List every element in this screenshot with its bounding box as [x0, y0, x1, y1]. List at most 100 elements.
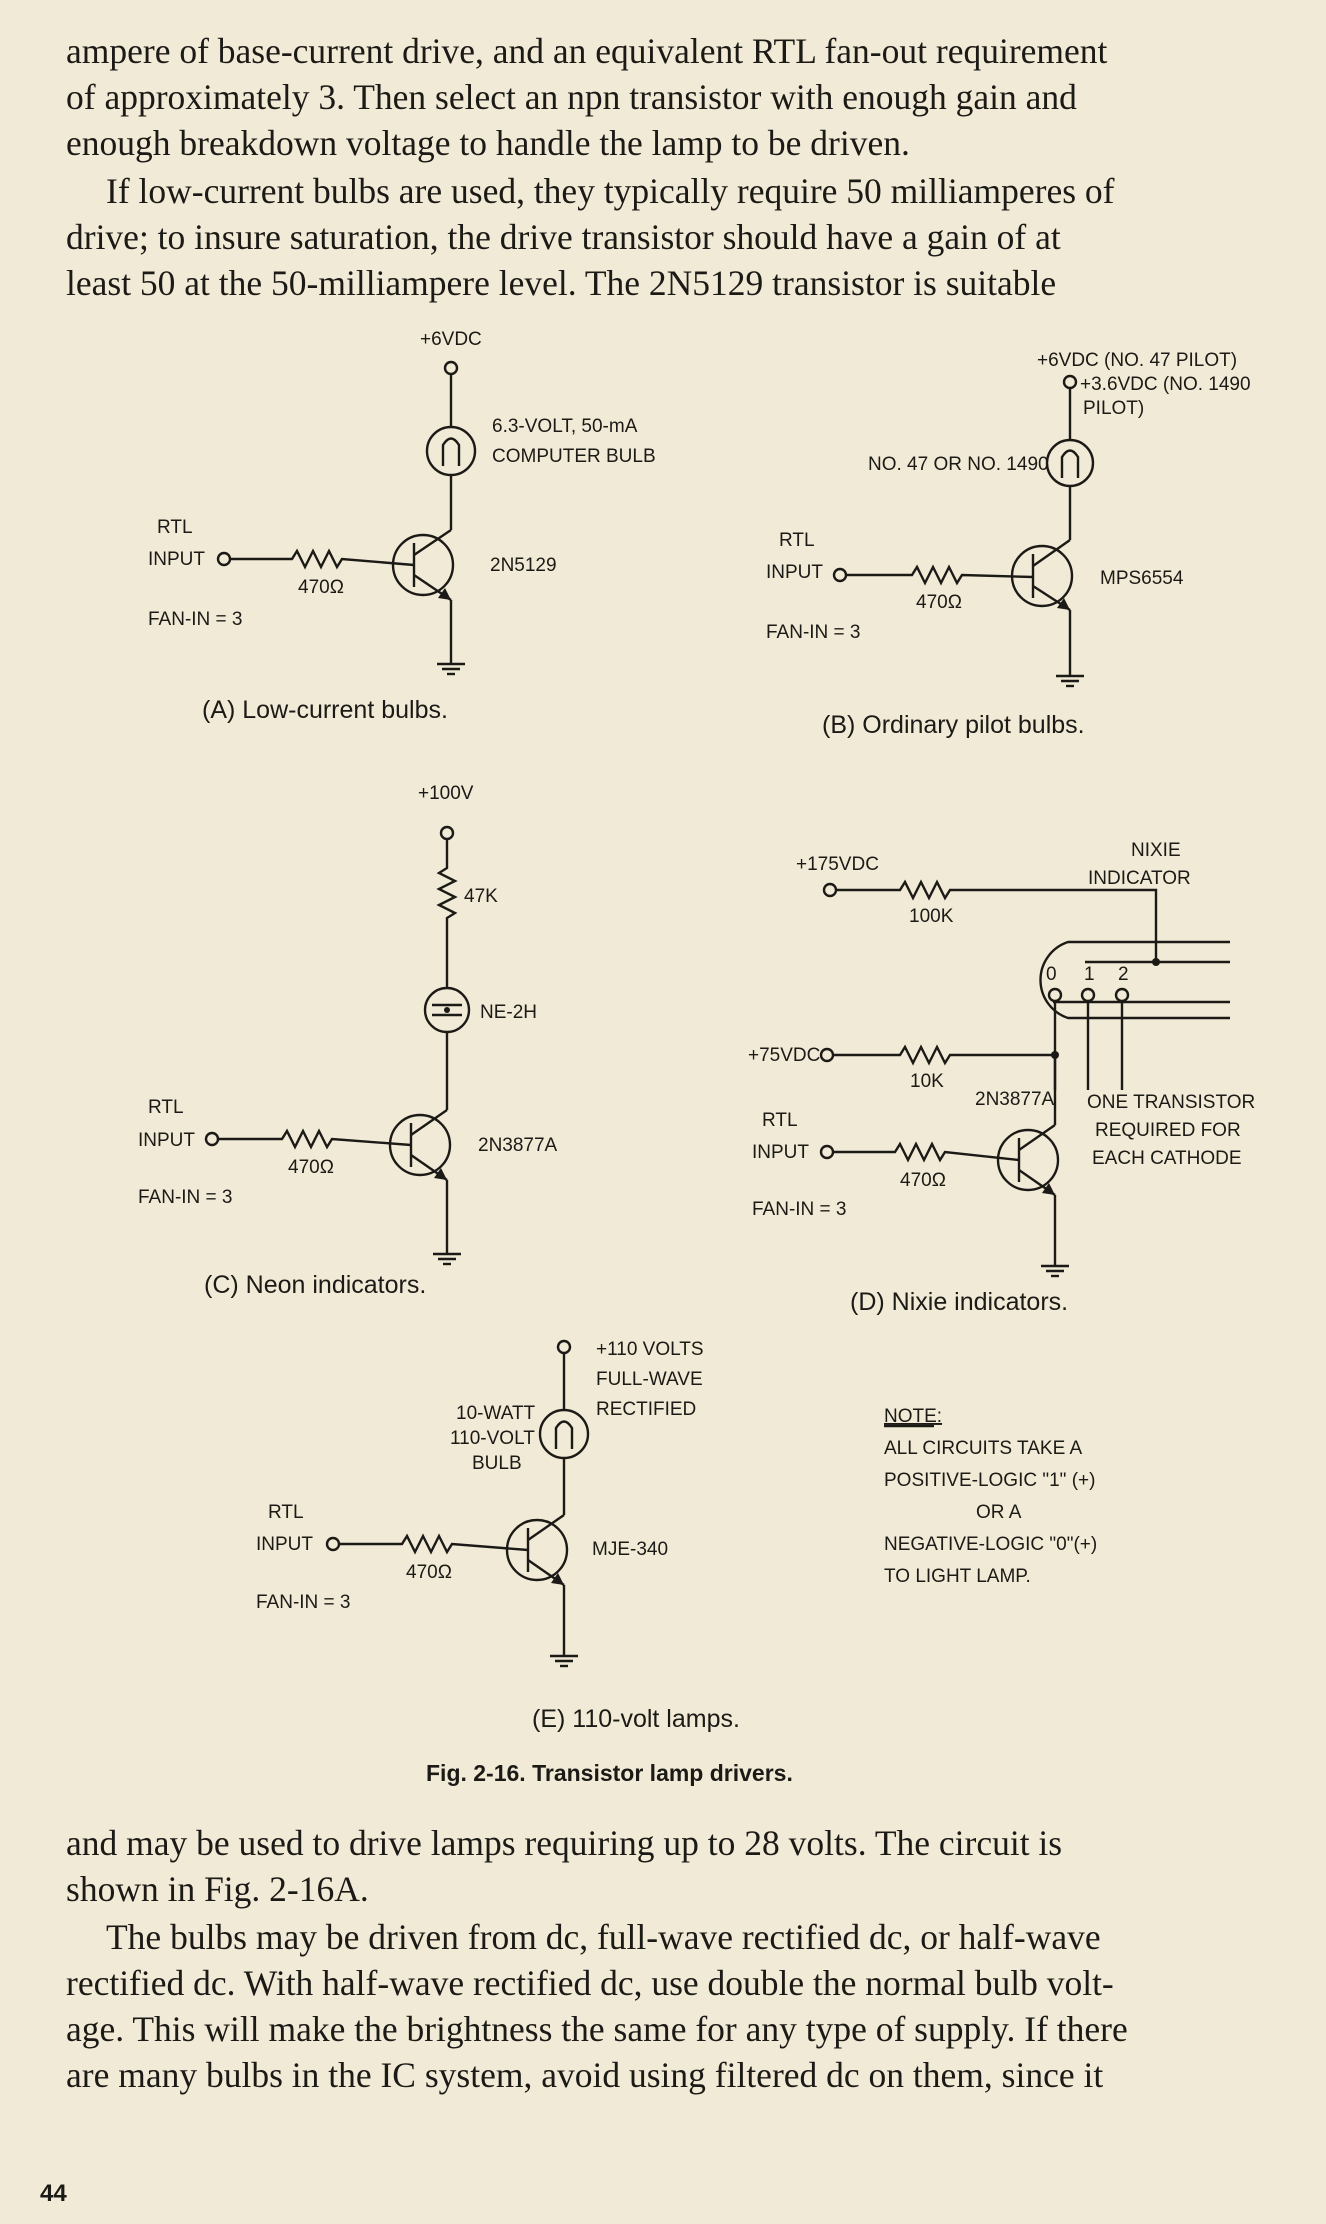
- paragraph-bottom-1: and may be used to drive lamps requiring…: [66, 1820, 1298, 1912]
- lamp-label: NE-2H: [480, 1002, 537, 1023]
- text-line: enough breakdown voltage to handle the l…: [66, 123, 910, 163]
- transistor-icon: [505, 1518, 569, 1582]
- resistor-label: 10K: [910, 1071, 944, 1092]
- resistor-icon: [339, 1533, 529, 1555]
- resistor-icon: [218, 1128, 412, 1150]
- paragraph-top-2: If low-current bulbs are used, they typi…: [66, 168, 1298, 306]
- rtl-label: RTL: [148, 1097, 184, 1118]
- resistor-icon: [833, 1141, 1020, 1163]
- rtl-label: RTL: [157, 517, 193, 538]
- note-line: ALL CIRCUITS TAKE A: [884, 1438, 1082, 1459]
- text-line: If low-current bulbs are used, they typi…: [106, 171, 1115, 211]
- supply-label: RECTIFIED: [596, 1399, 696, 1420]
- bulb-icon: [1045, 438, 1095, 488]
- subcaption: (C) Neon indicators.: [204, 1271, 426, 1299]
- resistor-label: 47K: [464, 886, 498, 907]
- supply-terminal: [819, 1047, 835, 1063]
- resistor-icon: [230, 548, 415, 570]
- resistor-icon: [436, 839, 458, 988]
- supply-label: +6VDC (NO. 47 PILOT): [1037, 350, 1237, 371]
- supply-terminal: [1062, 374, 1078, 390]
- supply-label: +175VDC: [796, 854, 879, 875]
- transistor-label: 2N5129: [490, 555, 557, 576]
- text-line: rectified dc. With half-wave rectified d…: [66, 1963, 1114, 2003]
- resistor-label: 470Ω: [916, 592, 962, 613]
- resistor-icon: [846, 564, 1034, 586]
- input-label: INPUT: [148, 549, 205, 570]
- note-line: NEGATIVE-LOGIC "0"(+): [884, 1534, 1097, 1555]
- text-line: age. This will make the brightness the s…: [66, 2009, 1128, 2049]
- transistor-label: 2N3877A: [975, 1089, 1055, 1110]
- rtl-label: RTL: [779, 530, 815, 551]
- nixie-tube-icon: [1039, 940, 1230, 1020]
- resistor-label: 100K: [909, 906, 954, 927]
- bulb-icon: [538, 1408, 590, 1460]
- resistor-icon: [833, 1044, 1055, 1066]
- bulb-label: 6.3-VOLT, 50-mA: [492, 416, 638, 437]
- bulb-label: COMPUTER BULB: [492, 446, 656, 467]
- rtl-label: RTL: [268, 1502, 304, 1523]
- note-label: EACH CATHODE: [1092, 1148, 1242, 1169]
- circuit-e: +110 VOLTS FULL-WAVE RECTIFIED 10-WATT 1…: [256, 1339, 740, 1733]
- circuit-a: +6VDC 6.3-VOLT, 50-mA COMPUTER BULB RTL …: [148, 329, 656, 724]
- figure-caption: Fig. 2-16. Transistor lamp drivers.: [426, 1760, 793, 1786]
- bulb-label: 110-VOLT: [450, 1428, 535, 1449]
- rtl-label: RTL: [762, 1110, 798, 1131]
- digit-label: 0: [1046, 964, 1057, 985]
- supply-terminal: [443, 360, 459, 376]
- input-label: INPUT: [752, 1142, 809, 1163]
- circuit-d: +175VDC 100K NIXIE INDICATOR 0 1 2 +75VD…: [748, 840, 1255, 1316]
- fanin-label: FAN-IN = 3: [138, 1187, 233, 1208]
- nixie-label: NIXIE: [1131, 840, 1181, 861]
- input-terminal: [216, 551, 232, 567]
- supply-label: +110 VOLTS: [596, 1339, 704, 1360]
- note-label: ONE TRANSISTOR: [1087, 1092, 1255, 1113]
- supply-label: +6VDC: [420, 329, 482, 350]
- fanin-label: FAN-IN = 3: [752, 1199, 847, 1220]
- digit-label: 2: [1118, 964, 1129, 985]
- circuit-b: +6VDC (NO. 47 PILOT) +3.6VDC (NO. 1490 P…: [766, 350, 1251, 739]
- text-line: shown in Fig. 2-16A.: [66, 1869, 369, 1909]
- text-line: ampere of base-current drive, and an equ…: [66, 31, 1108, 71]
- subcaption: (E) 110-volt lamps.: [532, 1705, 740, 1733]
- resistor-label: 470Ω: [298, 577, 344, 598]
- page-number: 44: [40, 2180, 67, 2207]
- transistor-label: MPS6554: [1100, 568, 1184, 589]
- fanin-label: FAN-IN = 3: [256, 1592, 351, 1613]
- supply-label: PILOT): [1083, 398, 1144, 419]
- bulb-label: NO. 47 OR NO. 1490: [868, 454, 1049, 475]
- nixie-label: INDICATOR: [1088, 868, 1191, 889]
- bulb-label: 10-WATT: [456, 1403, 536, 1424]
- subcaption: (D) Nixie indicators.: [850, 1288, 1068, 1316]
- transistor-icon: [388, 1113, 452, 1177]
- text-line: The bulbs may be driven from dc, full-wa…: [106, 1917, 1101, 1957]
- note-title: NOTE:: [884, 1406, 942, 1427]
- text-line: and may be used to drive lamps requiring…: [66, 1823, 1063, 1863]
- transistor-icon: [391, 533, 455, 597]
- note-line: TO LIGHT LAMP.: [884, 1566, 1031, 1587]
- supply-label: +3.6VDC (NO. 1490: [1080, 374, 1251, 395]
- input-terminal: [832, 567, 848, 583]
- figure-note: NOTE: ALL CIRCUITS TAKE A POSITIVE-LOGIC…: [884, 1406, 1097, 1587]
- fanin-label: FAN-IN = 3: [766, 622, 861, 643]
- input-terminal: [819, 1144, 835, 1160]
- resistor-label: 470Ω: [288, 1157, 334, 1178]
- input-label: INPUT: [138, 1130, 195, 1151]
- subcaption: (A) Low-current bulbs.: [202, 696, 448, 724]
- text-line: drive; to insure saturation, the drive t…: [66, 217, 1061, 257]
- supply-label: FULL-WAVE: [596, 1369, 703, 1390]
- bulb-icon: [425, 425, 477, 477]
- supply-terminal: [556, 1339, 572, 1355]
- circuit-c: +100V 47K NE-2H RTL INPUT 470Ω FAN-IN = …: [138, 783, 558, 1299]
- supply-label: +100V: [418, 783, 474, 804]
- supply-label: +75VDC: [748, 1045, 820, 1066]
- digit-label: 1: [1084, 964, 1095, 985]
- note-line: OR A: [976, 1502, 1022, 1523]
- note-label: REQUIRED FOR: [1095, 1120, 1241, 1141]
- supply-terminal: [439, 825, 455, 841]
- note-line: POSITIVE-LOGIC "1" (+): [884, 1470, 1095, 1491]
- subcaption: (B) Ordinary pilot bulbs.: [822, 711, 1085, 739]
- resistor-label: 470Ω: [406, 1562, 452, 1583]
- input-label: INPUT: [766, 562, 823, 583]
